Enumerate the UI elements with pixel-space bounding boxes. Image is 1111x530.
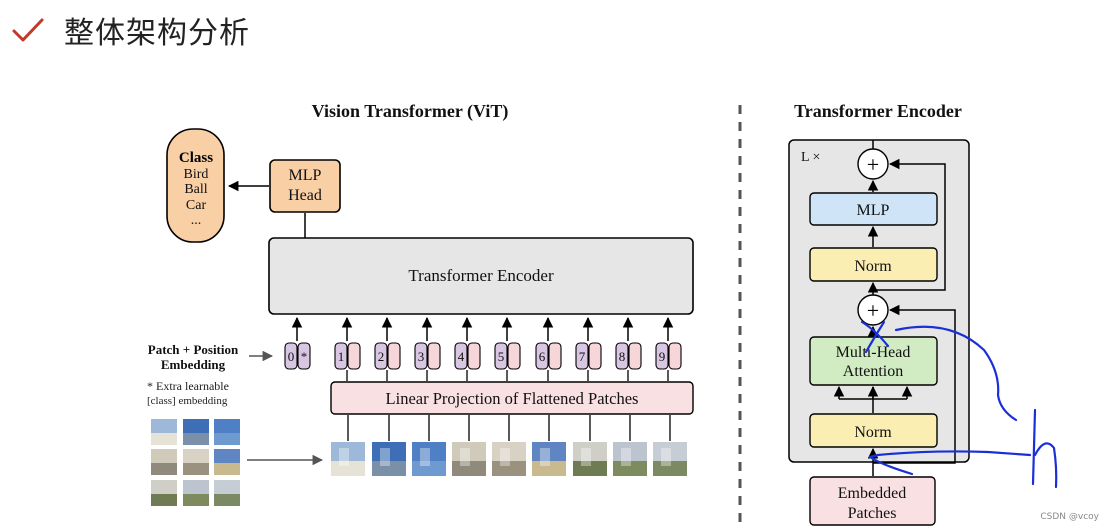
- handwritten-annotation: [860, 320, 1058, 489]
- class-item-3: ...: [191, 213, 202, 228]
- token-index-label: 8: [619, 349, 626, 364]
- mlp-head-line-1: MLP: [289, 167, 322, 184]
- token-0: 0*: [284, 316, 311, 370]
- linear-projection-label: Linear Projection of Flattened Patches: [386, 389, 639, 408]
- patch-label-line-2: Embedding: [161, 357, 226, 372]
- mlp-label: MLP: [857, 202, 890, 219]
- transformer-encoder-block: Transformer Encoder: [268, 237, 694, 315]
- source-patch: [214, 449, 240, 475]
- repeat-label: L ×: [801, 150, 820, 165]
- attention-line-1: Multi-Head: [836, 344, 911, 361]
- mlp-head-line-2: Head: [288, 187, 322, 204]
- token-index-label: 5: [498, 349, 505, 364]
- source-patch: [214, 419, 240, 445]
- class-item-2: Car: [186, 198, 207, 213]
- token-8: 8: [615, 316, 642, 381]
- class-item-1: Ball: [184, 182, 207, 197]
- token-2: 2: [374, 316, 401, 381]
- token-7: 7: [575, 316, 602, 381]
- footnote-line-1: * Extra learnable: [147, 379, 229, 393]
- token-1: 1: [334, 316, 361, 381]
- image-patch: [573, 415, 607, 476]
- token-6: 6: [535, 316, 562, 381]
- image-patch: [331, 415, 365, 476]
- checkmark-icon: [12, 18, 44, 42]
- embedded-line-1: Embedded: [838, 485, 906, 502]
- token-3: 3: [414, 316, 441, 381]
- mlp-box: MLP: [809, 192, 938, 226]
- class-heading: Class: [179, 150, 213, 166]
- source-patch: [183, 419, 209, 445]
- residual-add-upper: +: [857, 148, 889, 180]
- plus-icon: +: [867, 152, 879, 177]
- norm-bottom-box: Norm: [809, 413, 938, 448]
- vit-title: Vision Transformer (ViT): [312, 101, 509, 122]
- attention-line-2: Attention: [843, 363, 903, 380]
- watermark: CSDN @vcoy: [1040, 512, 1099, 522]
- footnote-line-2: [class] embedding: [147, 395, 228, 407]
- token-index-label: 2: [378, 349, 385, 364]
- source-patch: [151, 480, 177, 506]
- patch-strip: [331, 415, 687, 476]
- source-patch: [214, 480, 240, 506]
- norm-top-label: Norm: [854, 258, 892, 275]
- residual-add-lower: +: [857, 294, 889, 326]
- source-patch: [151, 419, 177, 445]
- image-patch: [613, 415, 647, 476]
- embedded-patches-box: Embedded Patches: [809, 476, 936, 526]
- token-index-label: 0: [288, 349, 295, 364]
- image-patch: [372, 415, 406, 476]
- token-index-label: 7: [579, 349, 586, 364]
- source-patch: [151, 449, 177, 475]
- norm-bottom-label: Norm: [854, 424, 892, 441]
- attention-box: Multi-Head Attention: [809, 336, 938, 386]
- token-index-label: 4: [458, 349, 465, 364]
- class-token-mark: *: [301, 349, 308, 364]
- token-index-label: 6: [539, 349, 546, 364]
- norm-top-box: Norm: [809, 247, 938, 282]
- patch-label-line-1: Patch + Position: [148, 342, 239, 357]
- token-index-label: 1: [338, 349, 345, 364]
- source-image-grid: [151, 419, 240, 506]
- token-index-label: 3: [418, 349, 425, 364]
- image-patch: [412, 415, 446, 476]
- encoder-block-label: Transformer Encoder: [408, 266, 554, 285]
- token-5: 5: [494, 316, 521, 381]
- image-patch: [653, 415, 687, 476]
- page-title: 整体架构分析: [64, 16, 250, 51]
- token-4: 4: [454, 316, 481, 381]
- token-9: 9: [655, 316, 682, 381]
- image-patch: [492, 415, 526, 476]
- source-patch: [183, 449, 209, 475]
- image-patch: [452, 415, 486, 476]
- plus-icon: +: [867, 298, 879, 323]
- class-item-0: Bird: [184, 167, 209, 182]
- source-patch: [183, 480, 209, 506]
- page-heading: 整体架构分析: [10, 8, 250, 52]
- mlp-head-box: MLP Head: [269, 159, 341, 213]
- image-patch: [532, 415, 566, 476]
- embedded-line-2: Patches: [848, 505, 897, 522]
- class-output-box: Class Bird Ball Car ...: [166, 128, 225, 243]
- encoder-arrows: [833, 140, 956, 476]
- encoder-title: Transformer Encoder: [794, 101, 962, 121]
- linear-projection-box: Linear Projection of Flattened Patches: [330, 381, 694, 415]
- token-index-label: 9: [659, 349, 666, 364]
